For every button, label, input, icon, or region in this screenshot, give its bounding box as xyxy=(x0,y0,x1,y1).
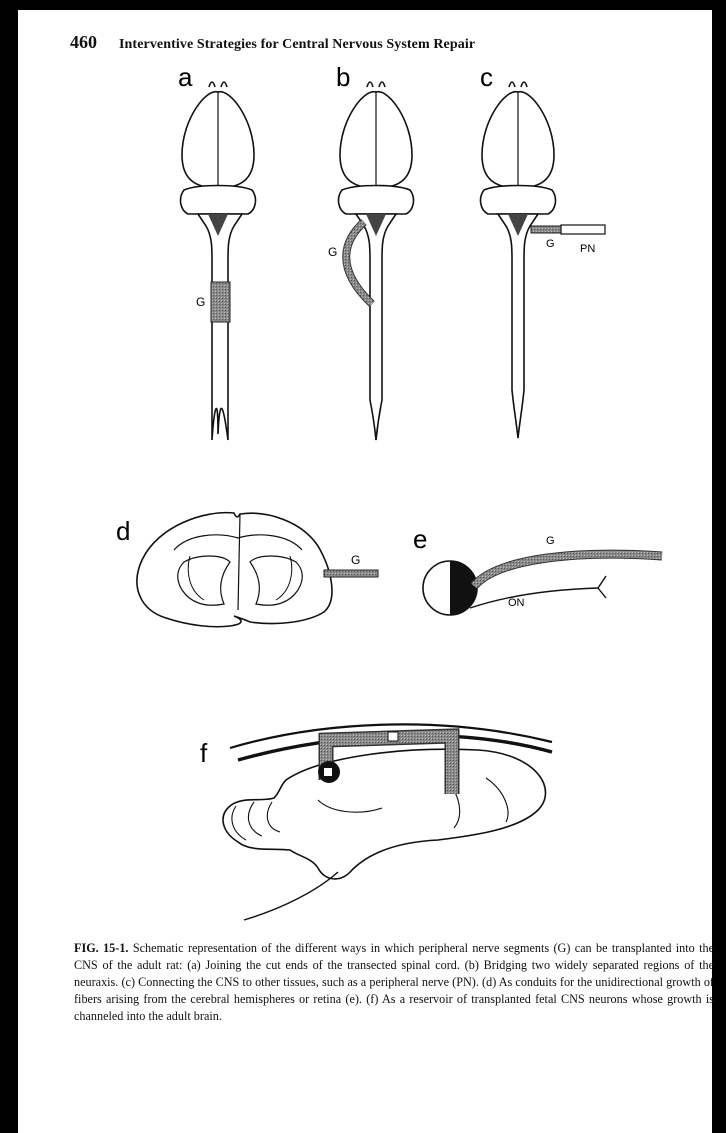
panel-f-label: f xyxy=(200,738,208,768)
panel-e: e G ON xyxy=(413,524,662,615)
panel-d-label: d xyxy=(116,516,130,546)
book-page: 460 Interventive Strategies for Central … xyxy=(18,10,712,1133)
figure-caption: FIG. 15-1. Schematic representation of t… xyxy=(74,940,714,1025)
panel-e-optic-nerve xyxy=(470,576,606,608)
panel-a-graft-label: G xyxy=(196,295,205,309)
panel-b-graft-label: G xyxy=(328,245,337,259)
panel-c-graft xyxy=(531,226,561,233)
panel-e-graft-label: G xyxy=(546,535,555,547)
panel-c-peripheral-nerve xyxy=(561,225,605,234)
panel-b-label: b xyxy=(336,62,350,92)
panel-d-graft xyxy=(324,570,378,577)
panel-a-graft xyxy=(211,282,230,322)
panel-d: d G xyxy=(116,513,378,627)
panel-a: a G xyxy=(178,62,255,440)
panel-d-graft-label: G xyxy=(351,553,360,567)
figure-label: FIG. 15-1. xyxy=(74,941,128,955)
panel-e-on-label: ON xyxy=(508,597,525,609)
figure-15-1: a G b G c G PN xyxy=(18,10,712,930)
panel-e-label: e xyxy=(413,524,427,554)
panel-c-graft-label: G xyxy=(546,238,555,250)
panel-a-label: a xyxy=(178,62,193,92)
panel-c-pn-label: PN xyxy=(580,243,595,255)
caption-text: Schematic representation of the differen… xyxy=(74,941,714,1023)
panel-c: c G PN xyxy=(480,62,605,438)
panel-b: b G xyxy=(328,62,413,440)
panel-f: f xyxy=(200,724,552,920)
panel-c-label: c xyxy=(480,62,493,92)
